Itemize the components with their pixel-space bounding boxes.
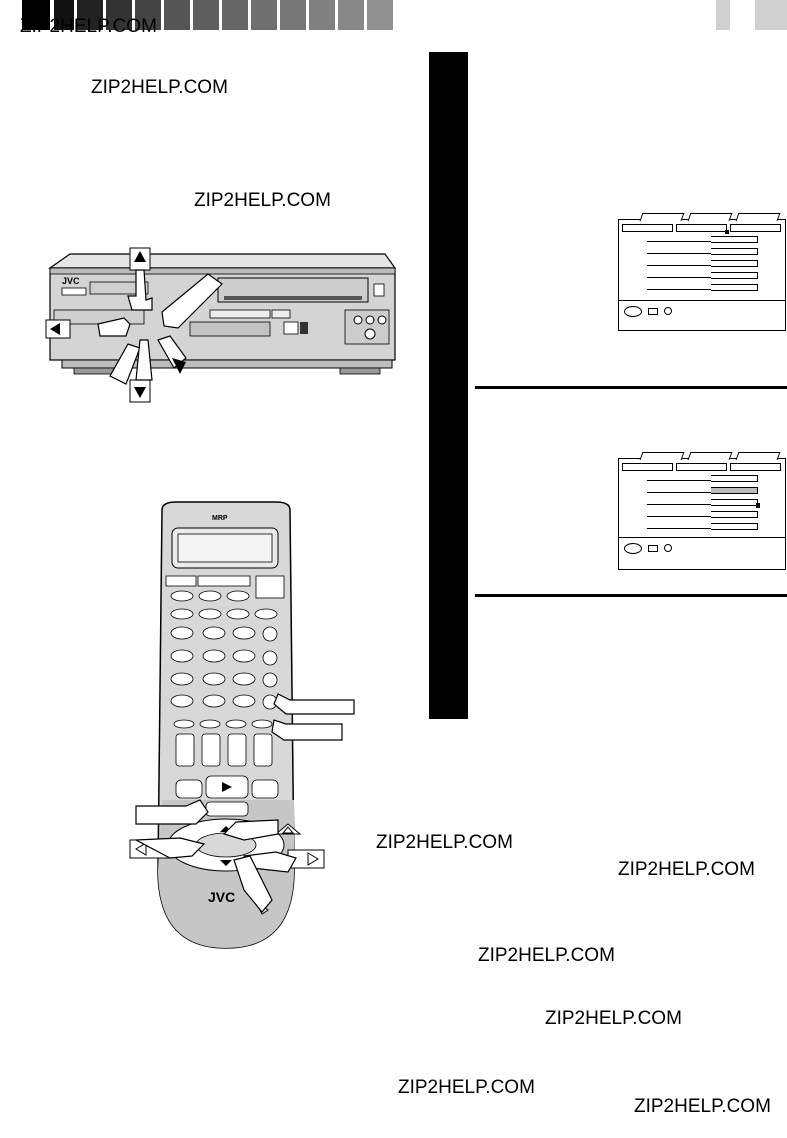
watermark-text: ZIP2HELP.COM bbox=[194, 190, 331, 211]
menu-header-cell bbox=[730, 224, 781, 232]
section-side-bar bbox=[429, 52, 468, 719]
remote-control-illustration: MRP JVC bbox=[129, 501, 355, 949]
hand-pointer-icon bbox=[97, 269, 223, 385]
watermark-text: ZIP2HELP.COM bbox=[376, 832, 513, 853]
arrow-up-icon bbox=[129, 247, 151, 271]
menu-tab bbox=[639, 213, 685, 221]
watermark-text: ZIP2HELP.COM bbox=[20, 16, 157, 37]
hand-pointer-icon bbox=[133, 693, 355, 913]
vcr-brand-logo: JVC bbox=[62, 276, 80, 286]
menu-tab bbox=[687, 213, 733, 221]
watermark-text: ZIP2HELP.COM bbox=[634, 1096, 771, 1117]
menu-header-cell bbox=[622, 463, 673, 471]
vcr-front-panel-illustration: JVC bbox=[45, 247, 397, 403]
arrow-down-icon bbox=[129, 379, 151, 403]
watermark-text: ZIP2HELP.COM bbox=[618, 859, 755, 880]
circle-icon bbox=[664, 544, 672, 552]
watermark-text: ZIP2HELP.COM bbox=[545, 1008, 682, 1029]
circle-icon bbox=[664, 307, 672, 315]
corner-tab-1 bbox=[716, 0, 730, 30]
section-divider bbox=[475, 594, 787, 597]
disc-icon bbox=[624, 543, 642, 554]
menu-header-cell bbox=[676, 224, 727, 232]
arrow-left-icon bbox=[45, 319, 71, 339]
watermark-text: ZIP2HELP.COM bbox=[478, 945, 615, 966]
menu-header-cell bbox=[730, 463, 781, 471]
watermark-text: ZIP2HELP.COM bbox=[398, 1077, 535, 1098]
menu-tab bbox=[639, 452, 685, 460]
menu-tab bbox=[687, 452, 733, 460]
disc-icon bbox=[624, 306, 642, 317]
watermark-text: ZIP2HELP.COM bbox=[91, 77, 228, 98]
menu-header-cell bbox=[622, 224, 673, 232]
square-icon bbox=[648, 308, 658, 315]
menu-tab bbox=[735, 452, 781, 460]
corner-tab-2 bbox=[755, 0, 787, 30]
on-screen-menu-1 bbox=[618, 213, 786, 331]
section-divider bbox=[475, 386, 787, 389]
header-bar bbox=[22, 0, 403, 30]
menu-tab bbox=[735, 213, 781, 221]
remote-brand-logo: JVC bbox=[208, 889, 235, 905]
square-icon bbox=[648, 545, 658, 552]
cursor-mark bbox=[725, 230, 729, 234]
arrow-right-icon bbox=[287, 849, 325, 869]
on-screen-menu-2 bbox=[618, 452, 786, 570]
remote-top-label: MRP bbox=[212, 515, 228, 522]
arrow-up-icon bbox=[274, 823, 302, 835]
arrow-right-down-icon bbox=[172, 358, 186, 374]
cursor-mark bbox=[756, 503, 760, 508]
menu-header-cell bbox=[676, 463, 727, 471]
